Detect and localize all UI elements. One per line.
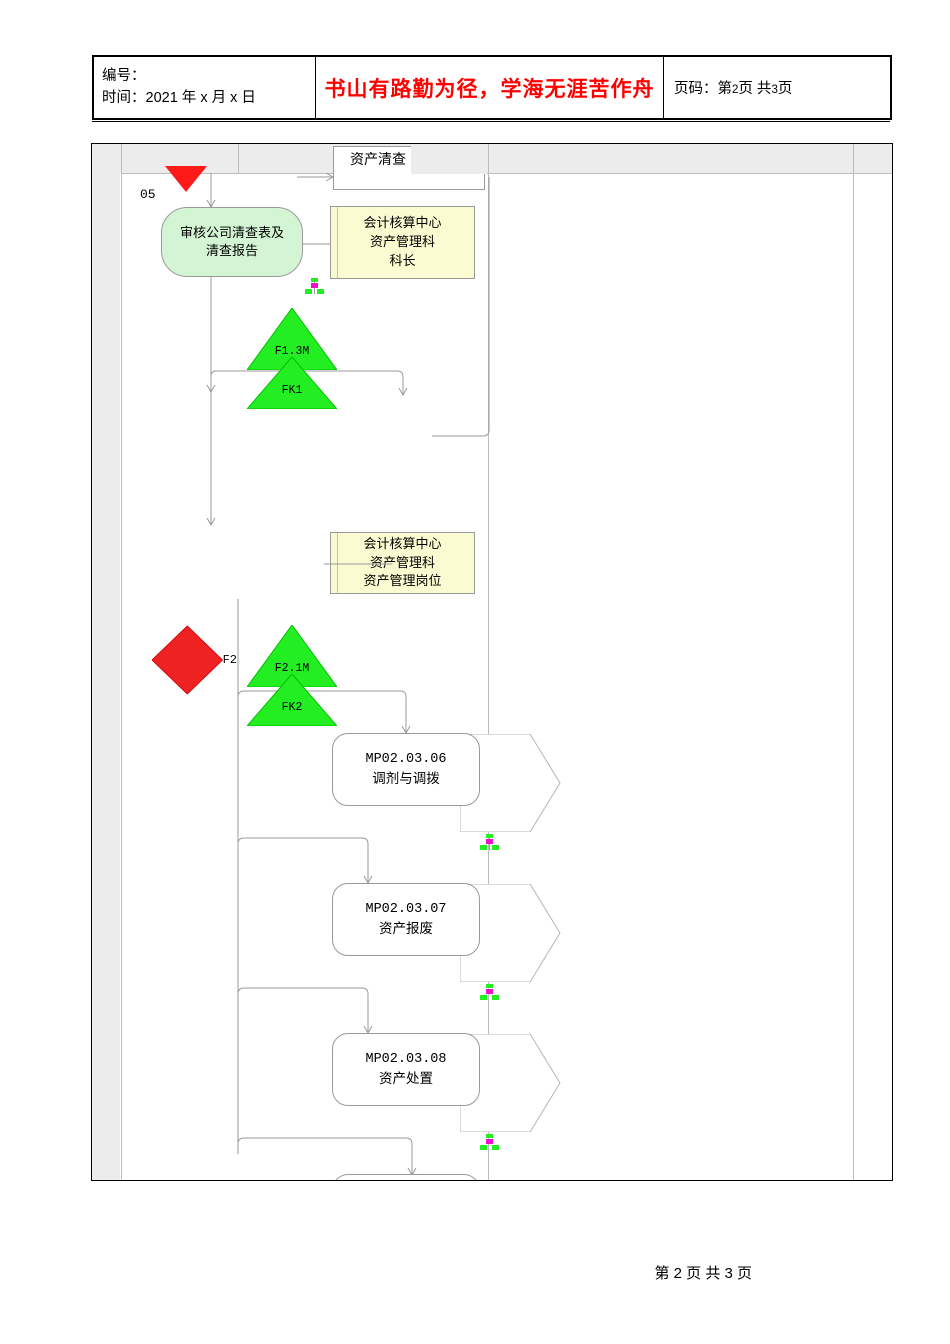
role-2-line-3: 资产管理岗位 (363, 573, 442, 589)
subprocess-next-clipped[interactable] (332, 1174, 480, 1180)
pagination-suffix: 页 (777, 81, 793, 97)
flowchart-canvas[interactable]: 资产清查 05 审核公司清查表及清查报告 会计核算中心 资产管理科 科长 F1.… (91, 143, 893, 1181)
lane-divider-3 (488, 144, 489, 1180)
diagram-title-text: 资产清查 (350, 153, 406, 168)
subprocess-3-name: 资产处置 (378, 1070, 433, 1086)
header-divider-rule (92, 121, 890, 122)
canvas-top-band (92, 144, 892, 173)
gateway-fk2[interactable]: FK2 (247, 674, 337, 726)
lane-header-rule (121, 173, 892, 174)
header-doc-date: 时间：2021 年 x 月 x 日 (102, 89, 256, 106)
header-left-cell: 编号： 时间：2021 年 x 月 x 日 (93, 56, 316, 119)
gateway-f2-1m[interactable]: F2.1M (247, 625, 337, 687)
header-motto: 书山有路勤为径，学海无涯苦作舟 (315, 56, 664, 119)
hierarchy-icon-1 (305, 278, 324, 294)
lane-divider-4 (853, 144, 854, 1180)
gateway-fk1-label: FK1 (281, 384, 303, 397)
subprocess-3-code: MP02.03.08 (365, 1051, 447, 1067)
role-1-line-1: 会计核算中心 (363, 215, 442, 231)
role-1-line-2: 资产管理科 (369, 234, 435, 250)
subprocess-1-code: MP02.03.06 (365, 751, 447, 767)
subprocess-3-lines: MP02.03.08 资产处置 (365, 1051, 446, 1089)
lane-divider-1 (121, 144, 122, 1180)
step-number-05: 05 (140, 187, 156, 202)
subprocess-mp02-03-07[interactable]: MP02.03.07 资产报废 (332, 883, 480, 956)
subprocess-2-lines: MP02.03.07 资产报废 (365, 901, 446, 939)
gateway-f1-3m[interactable]: F1.3M (247, 308, 337, 370)
gateway-f2-1m-label: F2.1M (274, 662, 310, 675)
process-review-line: 清查报告 (205, 243, 258, 258)
gateway-f1-3m-label: F1.3M (274, 345, 310, 358)
process-review-inventory[interactable]: 审核公司清查表及清查报告 (161, 207, 303, 277)
gateway-f2-label: F2 (222, 653, 237, 667)
process-review-line: 审核公司清查表及 (179, 225, 284, 241)
role-box-asset-section-chief[interactable]: 会计核算中心 资产管理科 科长 (330, 206, 475, 279)
role-box-1-lines: 会计核算中心 资产管理科 科长 (363, 214, 441, 271)
role-box-2-lines: 会计核算中心 资产管理科 资产管理岗位 (363, 535, 441, 592)
header-doc-number: 编号： (102, 68, 146, 85)
page-footer: 第 2 页 共 3 页 (654, 1265, 752, 1282)
role-1-line-3: 科长 (389, 252, 416, 268)
pagination-current: 2 (732, 84, 739, 96)
gateway-fk2-label: FK2 (281, 701, 303, 714)
role-box-asset-management-post[interactable]: 会计核算中心 资产管理科 资产管理岗位 (330, 532, 475, 594)
hierarchy-icon-4 (480, 1134, 499, 1150)
hierarchy-icon-2 (480, 794, 499, 890)
page-header-table: 编号： 时间：2021 年 x 月 x 日 书山有路勤为径，学海无涯苦作舟 页码… (92, 55, 892, 120)
pagination-mid: 页 共 (738, 81, 772, 97)
pagination-prefix: 页码：第 (674, 81, 732, 97)
subprocess-mp02-03-08[interactable]: MP02.03.08 资产处置 (332, 1033, 480, 1106)
subprocess-1-lines: MP02.03.06 调剂与调拨 (365, 751, 446, 789)
role-2-line-2: 资产管理科 (369, 554, 435, 570)
canvas-left-margin (92, 144, 120, 1180)
subprocess-mp02-03-06[interactable]: MP02.03.06 调剂与调拨 (332, 733, 480, 806)
process-review-label: 审核公司清查表及清查报告 (180, 224, 284, 259)
header-pagination: 页码：第2页 共3页 (663, 56, 891, 119)
role-2-line-1: 会计核算中心 (363, 535, 442, 551)
lane-divider-2 (238, 144, 239, 173)
gateway-fk1[interactable]: FK1 (247, 357, 337, 409)
gateway-f2[interactable]: F2 (152, 619, 237, 701)
subprocess-1-name: 调剂与调拨 (372, 770, 440, 786)
pagination-total: 3 (771, 84, 778, 96)
title-box-occluder (411, 146, 487, 174)
hierarchy-icon-3 (480, 984, 499, 1000)
subprocess-2-code: MP02.03.07 (365, 901, 447, 917)
subprocess-2-name: 资产报废 (378, 920, 433, 936)
red-marker-triangle (165, 166, 207, 197)
